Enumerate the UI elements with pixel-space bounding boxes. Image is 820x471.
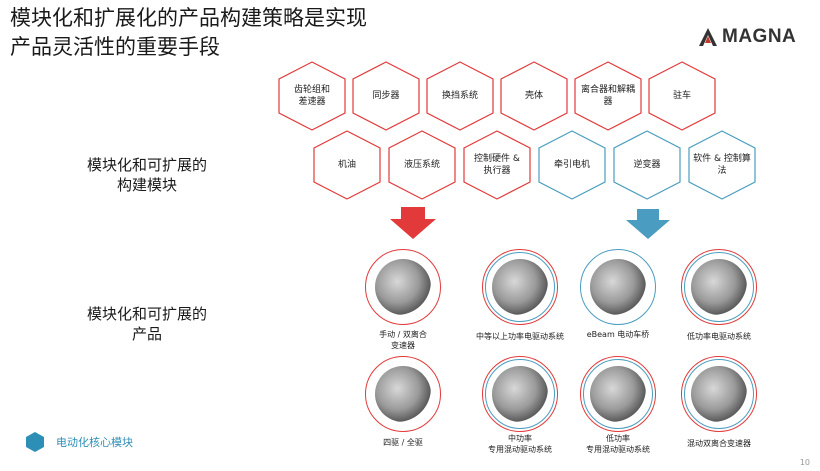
module-hexagon: 控制硬件 & 执行器 [463, 130, 531, 200]
hexagon-outline [538, 130, 606, 200]
product-caption: 中功率 专用混动驱动系统 [488, 434, 552, 454]
hexagon-outline [313, 130, 381, 200]
module-hexagon: 齿轮组和 差速器 [278, 61, 346, 131]
page-number: 10 [799, 458, 810, 467]
hexagon-outline [500, 61, 568, 131]
module-hexagon: 壳体 [500, 61, 568, 131]
product-ring-blue [580, 249, 656, 325]
product-ring-red [681, 249, 757, 325]
legend: 电动化核心模块 [26, 432, 133, 452]
hybrid-dct-image [691, 366, 747, 422]
module-hexagon: 驻车 [648, 61, 716, 131]
legend-label: 电动化核心模块 [56, 436, 133, 449]
hybrid-low-image [590, 366, 646, 422]
module-hexagon: 牵引电机 [538, 130, 606, 200]
hexagon-legend-icon [26, 432, 44, 452]
product-ring-blue [684, 359, 754, 429]
blue-down-arrow-icon [626, 209, 670, 239]
hybrid-mid-image [492, 366, 548, 422]
product-caption: 中等以上功率电驱动系统 [476, 332, 564, 341]
edrive-image [492, 259, 548, 315]
ebeam-axle-image [590, 259, 646, 315]
module-hexagon: 软件 & 控制算 法 [688, 130, 756, 200]
module-hexagon: 离合器和解耦器 [574, 61, 642, 131]
module-hexagon: 液压系统 [388, 130, 456, 200]
product-caption: 低功率电驱动系统 [687, 332, 751, 341]
product-caption: 手动 / 双离合 变速器 [379, 330, 427, 350]
product-ring-red [580, 356, 656, 432]
hexagon-outline [388, 130, 456, 200]
module-hexagon: 同步器 [352, 61, 420, 131]
module-label: 离合器和解耦器 [580, 85, 635, 107]
products-label: 模块化和可扩展的 产品 [86, 305, 207, 343]
product-ring-blue [583, 359, 653, 429]
module-label: 液压系统 [403, 160, 440, 170]
magna-logo: MAGNA [698, 26, 796, 48]
module-label: 壳体 [524, 91, 543, 101]
hexagon-outline [278, 61, 346, 131]
magna-logo-icon [699, 28, 717, 46]
title-line-1: 模块化和扩展化的产品构建策略是实现 [10, 6, 367, 30]
awd-image [375, 366, 431, 422]
transmission-image [375, 259, 431, 315]
hexagon-outline [648, 61, 716, 131]
module-label: 换挡系统 [441, 91, 478, 101]
module-hexagon: 换挡系统 [426, 61, 494, 131]
hexagon-outline [352, 61, 420, 131]
module-label: 机油 [337, 160, 356, 170]
module-hexagon: 逆变器 [613, 130, 681, 200]
product-caption: 四驱 / 全驱 [383, 438, 423, 447]
product-caption: 混动双离合变速器 [687, 439, 751, 448]
product-caption: eBeam 电动车桥 [586, 330, 650, 339]
hexagon-outline [463, 130, 531, 200]
red-down-arrow-icon [390, 207, 436, 239]
hexagon-outline [688, 130, 756, 200]
module-label: 驻车 [672, 91, 691, 101]
hexagon-outline [426, 61, 494, 131]
page-title: 模块化和扩展化的产品构建策略是实现 产品灵活性的重要手段 [10, 4, 367, 62]
product-caption: 低功率 专用混动驱动系统 [586, 434, 650, 454]
hexagon-outline [574, 61, 642, 131]
product-ring-red [365, 249, 441, 325]
product-ring-red [482, 356, 558, 432]
edrive-low-image [691, 259, 747, 315]
module-label: 逆变器 [633, 160, 661, 170]
title-line-2: 产品灵活性的重要手段 [10, 35, 220, 59]
module-label: 齿轮组和 差速器 [293, 85, 330, 107]
module-label: 软件 & 控制算 法 [693, 154, 751, 176]
product-ring-blue [684, 252, 754, 322]
hexagon-outline [613, 130, 681, 200]
product-ring-red [681, 356, 757, 432]
product-ring-blue [485, 252, 555, 322]
module-label: 控制硬件 & 执行器 [474, 154, 520, 176]
module-label: 同步器 [372, 91, 400, 101]
modules-label: 模块化和可扩展的 构建模块 [86, 156, 207, 194]
product-ring-red [365, 356, 441, 432]
product-ring-blue [485, 359, 555, 429]
logo-text: MAGNA [722, 26, 797, 47]
product-ring-red [482, 249, 558, 325]
module-hexagon: 机油 [313, 130, 381, 200]
module-label: 牵引电机 [553, 160, 590, 170]
